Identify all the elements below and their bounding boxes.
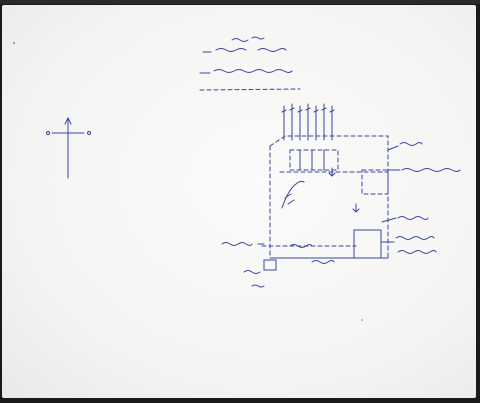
right-room-dashed bbox=[361, 169, 389, 195]
bottom-left-square bbox=[263, 259, 277, 271]
legend-dashed-line bbox=[199, 88, 301, 91]
inner-room-dividers bbox=[299, 149, 325, 171]
stray-marks bbox=[13, 42, 363, 321]
legend-title-scribble bbox=[231, 36, 265, 42]
annotation-right-upper-scribble bbox=[397, 216, 429, 220]
compass-cross bbox=[46, 116, 91, 179]
arrow-down-1 bbox=[328, 167, 336, 177]
annotation-bottom-left-scribble bbox=[243, 270, 261, 274]
top-marker-scribbles bbox=[281, 107, 335, 113]
lower-building bbox=[353, 229, 382, 259]
annotation-top-right-scribble bbox=[399, 142, 423, 146]
annotation-bottom-left2-scribble bbox=[251, 284, 265, 288]
legend-line-2-scribble bbox=[199, 69, 293, 74]
annotation-right-bottom-scribble bbox=[397, 250, 437, 254]
arrow-down-2 bbox=[352, 203, 360, 213]
compass-arrow-head bbox=[64, 116, 72, 125]
legend-block bbox=[199, 36, 301, 91]
annotations bbox=[221, 142, 461, 288]
right-pointer-lines bbox=[381, 145, 401, 243]
plot-boundary-dashed bbox=[269, 135, 389, 259]
top-vertical-markers bbox=[283, 103, 333, 141]
stray-dot-1 bbox=[13, 42, 15, 44]
compass-west-mark bbox=[46, 131, 50, 135]
annotation-center-low-scribble bbox=[289, 244, 313, 248]
diagonal-path bbox=[281, 180, 305, 209]
diagonal-path-hatch bbox=[284, 193, 295, 205]
annotation-center-right-scribble bbox=[311, 260, 335, 264]
annotation-right-lower-scribble bbox=[395, 236, 435, 240]
stray-dot-2 bbox=[361, 319, 363, 321]
site-plan bbox=[261, 103, 401, 271]
inner-room-upper bbox=[289, 149, 339, 171]
annotation-left-mid-scribble bbox=[221, 242, 265, 246]
annotation-right-mid-scribble bbox=[401, 168, 461, 172]
legend-line-1-scribble bbox=[202, 48, 287, 53]
compass-east-mark bbox=[87, 131, 91, 135]
paper-sheet bbox=[2, 5, 476, 398]
